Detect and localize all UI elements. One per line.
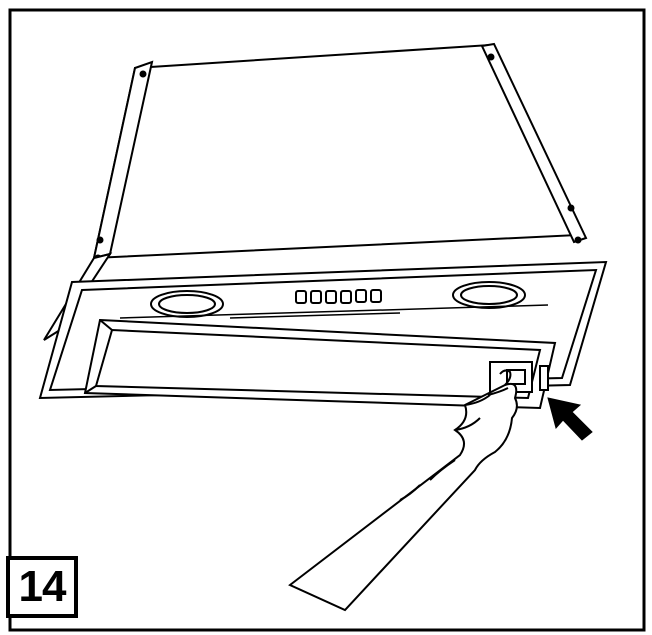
hand-icon [288, 369, 518, 612]
push-arrow-icon [547, 397, 593, 441]
filter-frame [83, 318, 557, 410]
control-buttons [295, 289, 382, 304]
control-button [325, 290, 337, 304]
hood-underside [119, 304, 549, 319]
control-button [355, 289, 367, 303]
control-button [310, 290, 322, 304]
light-right-icon [452, 281, 526, 309]
light-left-icon [150, 290, 224, 318]
control-button [340, 290, 352, 304]
right-bracket [480, 42, 588, 244]
outer-frame [8, 8, 646, 632]
control-button [370, 289, 382, 303]
step-number-box: 14 [6, 556, 78, 618]
control-button [295, 290, 307, 304]
step-number: 14 [18, 562, 67, 611]
